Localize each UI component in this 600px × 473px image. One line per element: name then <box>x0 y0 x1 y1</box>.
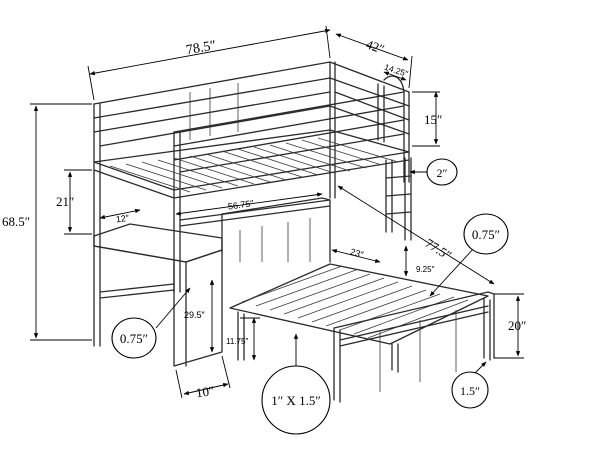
upper-bunk <box>93 61 410 347</box>
callout-075-lower <box>111 317 157 359</box>
desk-cabinet <box>173 249 223 367</box>
callout-15-text: 1.5″ <box>460 384 480 398</box>
dimension-lines <box>30 25 524 399</box>
lower-bed <box>221 197 495 403</box>
dim-desk-depth: 12″ <box>115 213 130 225</box>
dim-under-clearance: 11.75″ <box>226 337 248 346</box>
callout-1x15-text: 1″ X 1.5″ <box>271 393 320 408</box>
dim-lower-head-width: 56.75″ <box>227 198 255 212</box>
dim-guardrail-height: 15″ <box>424 112 442 127</box>
callout-15 <box>451 371 489 409</box>
callout-1x15 <box>261 365 331 435</box>
lower-leg-left <box>237 311 245 361</box>
callout-075-lower-text: 0.75″ <box>120 331 148 346</box>
labels: 78.5″ 42″ 14.25″ 15″ 68.5″ 21″ 12″ 56.75… <box>2 36 526 408</box>
front-left-post <box>93 103 101 347</box>
dim-total-height: 68.5″ <box>2 214 30 229</box>
back-left-post <box>173 131 181 293</box>
dim-lower-length: 77.5″ <box>423 235 455 263</box>
dim-top-length: 78.5″ <box>185 38 218 58</box>
dim-top-width: 42″ <box>364 36 386 56</box>
lower-footboard <box>333 291 495 403</box>
ladder <box>385 157 412 241</box>
callout-leaders <box>155 169 487 375</box>
dim-lower-width: 23″ <box>349 247 365 260</box>
callout-circles <box>111 158 509 435</box>
dim-desk-height: 29.5″ <box>184 310 206 320</box>
upper-platform <box>93 129 410 191</box>
callout-075-upper-text: 0.75″ <box>472 227 500 242</box>
lower-frame <box>229 263 489 345</box>
back-right-post <box>403 91 410 183</box>
dim-desk-width: 10″ <box>195 383 215 400</box>
guardrail-end <box>377 83 385 143</box>
dim-foot-height: 20″ <box>508 318 526 333</box>
callout-075-upper <box>463 213 509 255</box>
callout-2in <box>426 158 458 186</box>
callout-2in-text: 2″ <box>437 166 448 180</box>
dim-desk-to-bunk: 21″ <box>56 194 74 209</box>
dim-ladder-step: 9.25″ <box>416 265 435 274</box>
